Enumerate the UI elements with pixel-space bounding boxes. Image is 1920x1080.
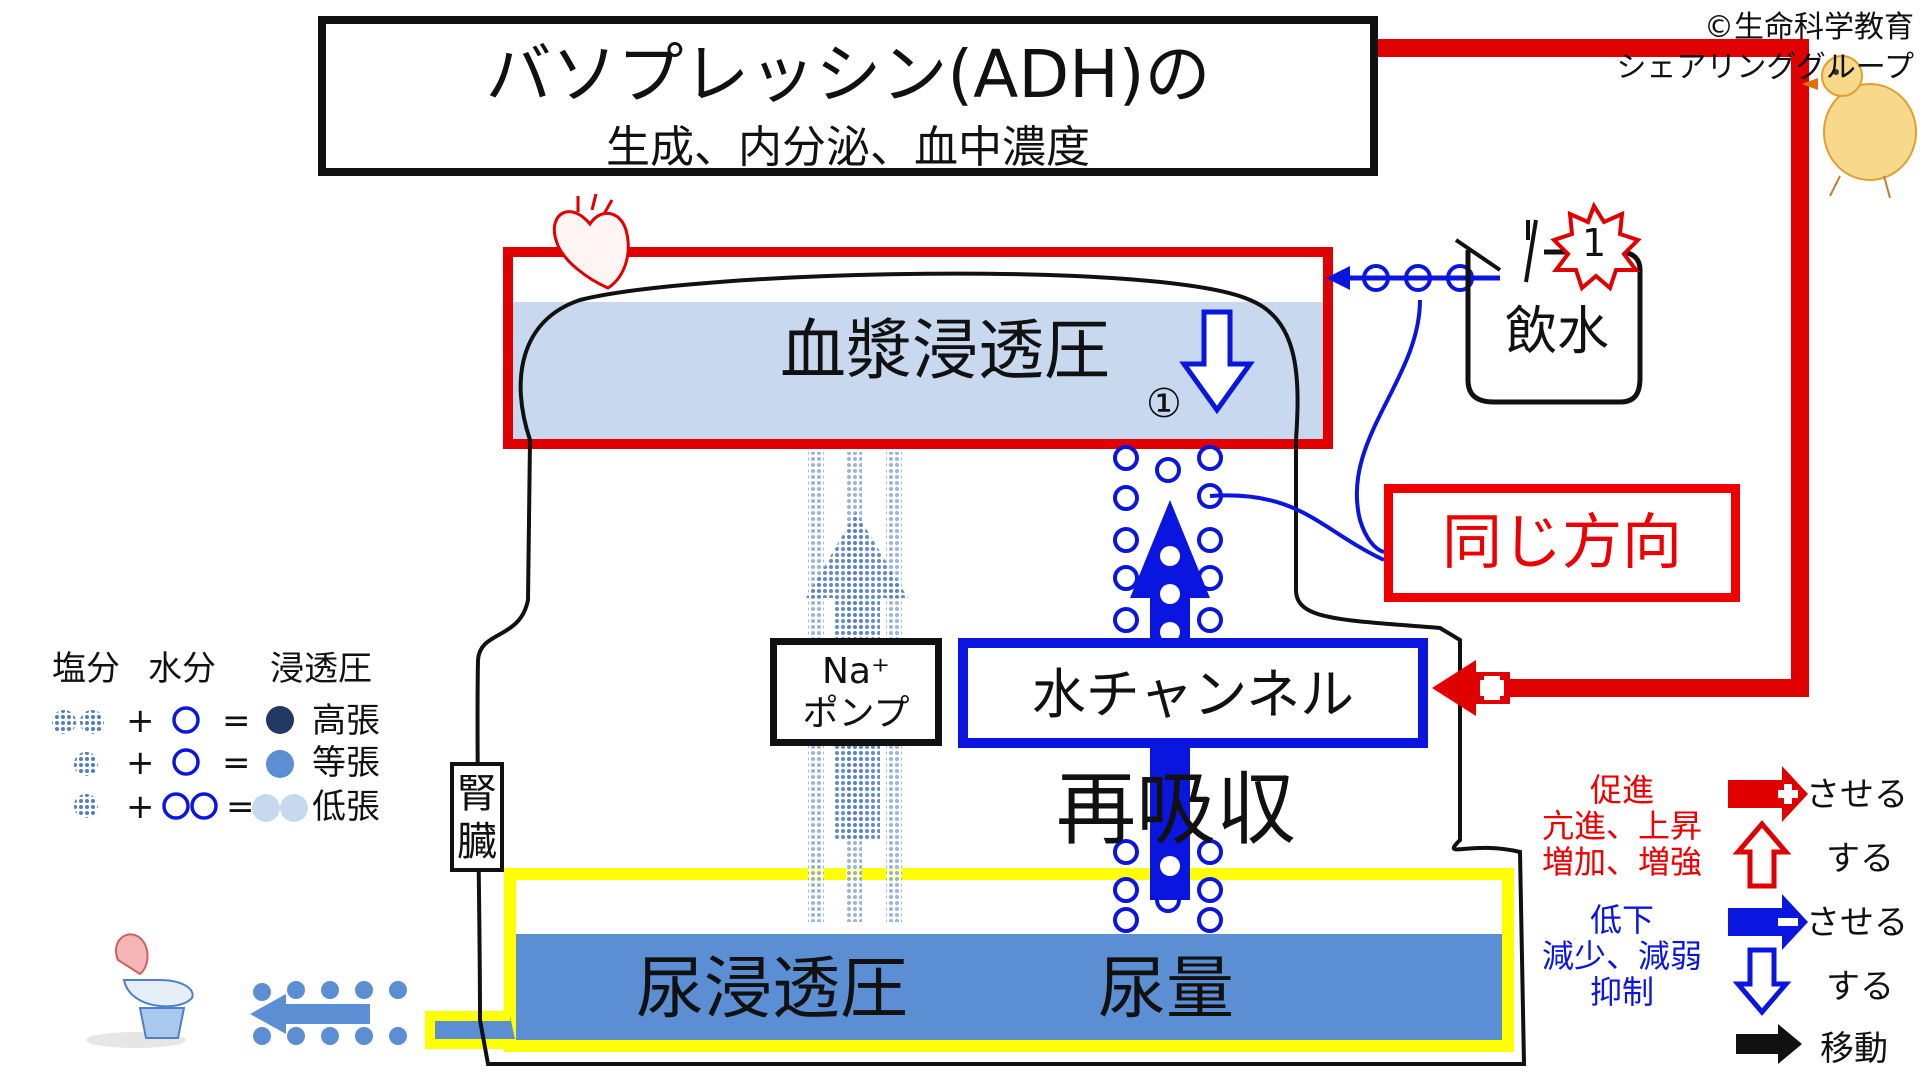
- legend-header-osmo: 浸透圧: [270, 649, 372, 689]
- toilet-icon: [86, 933, 194, 1048]
- na-pump-box: Na⁺ ポンプ: [770, 638, 942, 746]
- starburst-icon: [1550, 201, 1642, 292]
- legend-move: 移動: [1820, 1029, 1888, 1069]
- legend-header-salt: 塩分: [52, 649, 120, 689]
- title-box: バソプレッシン(ADH)の 生成、内分泌、血中濃度: [318, 16, 1378, 176]
- chick-icon: [1802, 55, 1917, 199]
- plasma-osmolality-label: 血漿浸透圧: [780, 312, 1110, 389]
- legend-equals-3: =: [226, 787, 255, 827]
- same-direction-label: 同じ方向: [1442, 508, 1682, 578]
- legend-plus-1: +: [126, 701, 155, 741]
- reabsorption-label: 再吸収: [1056, 763, 1296, 856]
- plus-arrow: [1432, 660, 1510, 716]
- legend-plus-2: +: [126, 743, 155, 783]
- urine-volume-label: 尿量: [1098, 950, 1235, 1029]
- copyright-line1: ©生命科学教育: [1704, 10, 1914, 45]
- legend-promote-text: 促進 亢進、上昇 増加、増強: [1522, 772, 1722, 880]
- na-pump-line1: Na⁺: [822, 651, 890, 692]
- connector-drink: [1354, 299, 1422, 554]
- legend-promote-cause: させる: [1806, 775, 1908, 815]
- legend-equals-1: =: [222, 701, 251, 741]
- arrow-legend-shapes: [1728, 766, 1808, 1064]
- kidney-line2: 臓: [457, 819, 497, 865]
- legend-promote-line1: 促進: [1589, 771, 1654, 809]
- legend-inhibit-line3: 抑制: [1589, 973, 1654, 1011]
- drinking-label: 飲水: [1505, 302, 1610, 362]
- drinking-badge: 1: [1582, 221, 1607, 265]
- legend-label-1: 高張: [312, 701, 380, 741]
- legend-plus-3: +: [126, 787, 155, 827]
- legend-promote-line3: 増加、増強: [1541, 843, 1702, 881]
- same-direction-box: 同じ方向: [1384, 484, 1740, 602]
- title-sub: 生成、内分泌、血中濃度: [606, 122, 1090, 173]
- water-channel-box: 水チャンネル: [958, 638, 1428, 748]
- feedback-line: [1378, 39, 1809, 697]
- osmo-legend-dots: [52, 706, 308, 822]
- water-channel-label: 水チャンネル: [1031, 663, 1355, 726]
- legend-equals-2: =: [222, 743, 251, 783]
- kidney-label-box: 腎 臓: [450, 762, 504, 872]
- legend-inhibit-line1: 低下: [1589, 901, 1654, 939]
- urine-exit-arrow: [250, 981, 407, 1045]
- legend-label-2: 等張: [312, 743, 380, 783]
- legend-inhibit-cause: させる: [1806, 903, 1908, 943]
- plasma-down-arrow: [1179, 309, 1255, 415]
- heart-icon: [552, 193, 630, 290]
- legend-label-3: 低張: [312, 787, 380, 827]
- copyright-line2: シェアリンググループ: [1616, 50, 1914, 85]
- cup-icon: [1454, 219, 1643, 405]
- plasma-marker: ①: [1146, 381, 1182, 427]
- urine-osmolality-label: 尿浸透圧: [636, 950, 909, 1029]
- legend-promote-effect: する: [1826, 839, 1894, 879]
- urine-fill: [516, 934, 1502, 1040]
- copyright: ©生命科学教育 シェアリンググループ: [1554, 8, 1914, 88]
- legend-inhibit-text: 低下 減少、減弱 抑制: [1522, 902, 1722, 1010]
- legend-header-water: 水分: [148, 649, 216, 689]
- kidney-line1: 腎: [457, 771, 497, 817]
- drink-arrow: [1326, 264, 1500, 292]
- connector-water: [1209, 493, 1385, 562]
- title-main: バソプレッシン(ADH)の: [485, 36, 1211, 113]
- legend-promote-line2: 亢進、上昇: [1541, 807, 1702, 845]
- legend-inhibit-effect: する: [1826, 967, 1894, 1007]
- legend-inhibit-line2: 減少、減弱: [1541, 937, 1702, 975]
- na-pump-line2: ポンプ: [802, 693, 910, 734]
